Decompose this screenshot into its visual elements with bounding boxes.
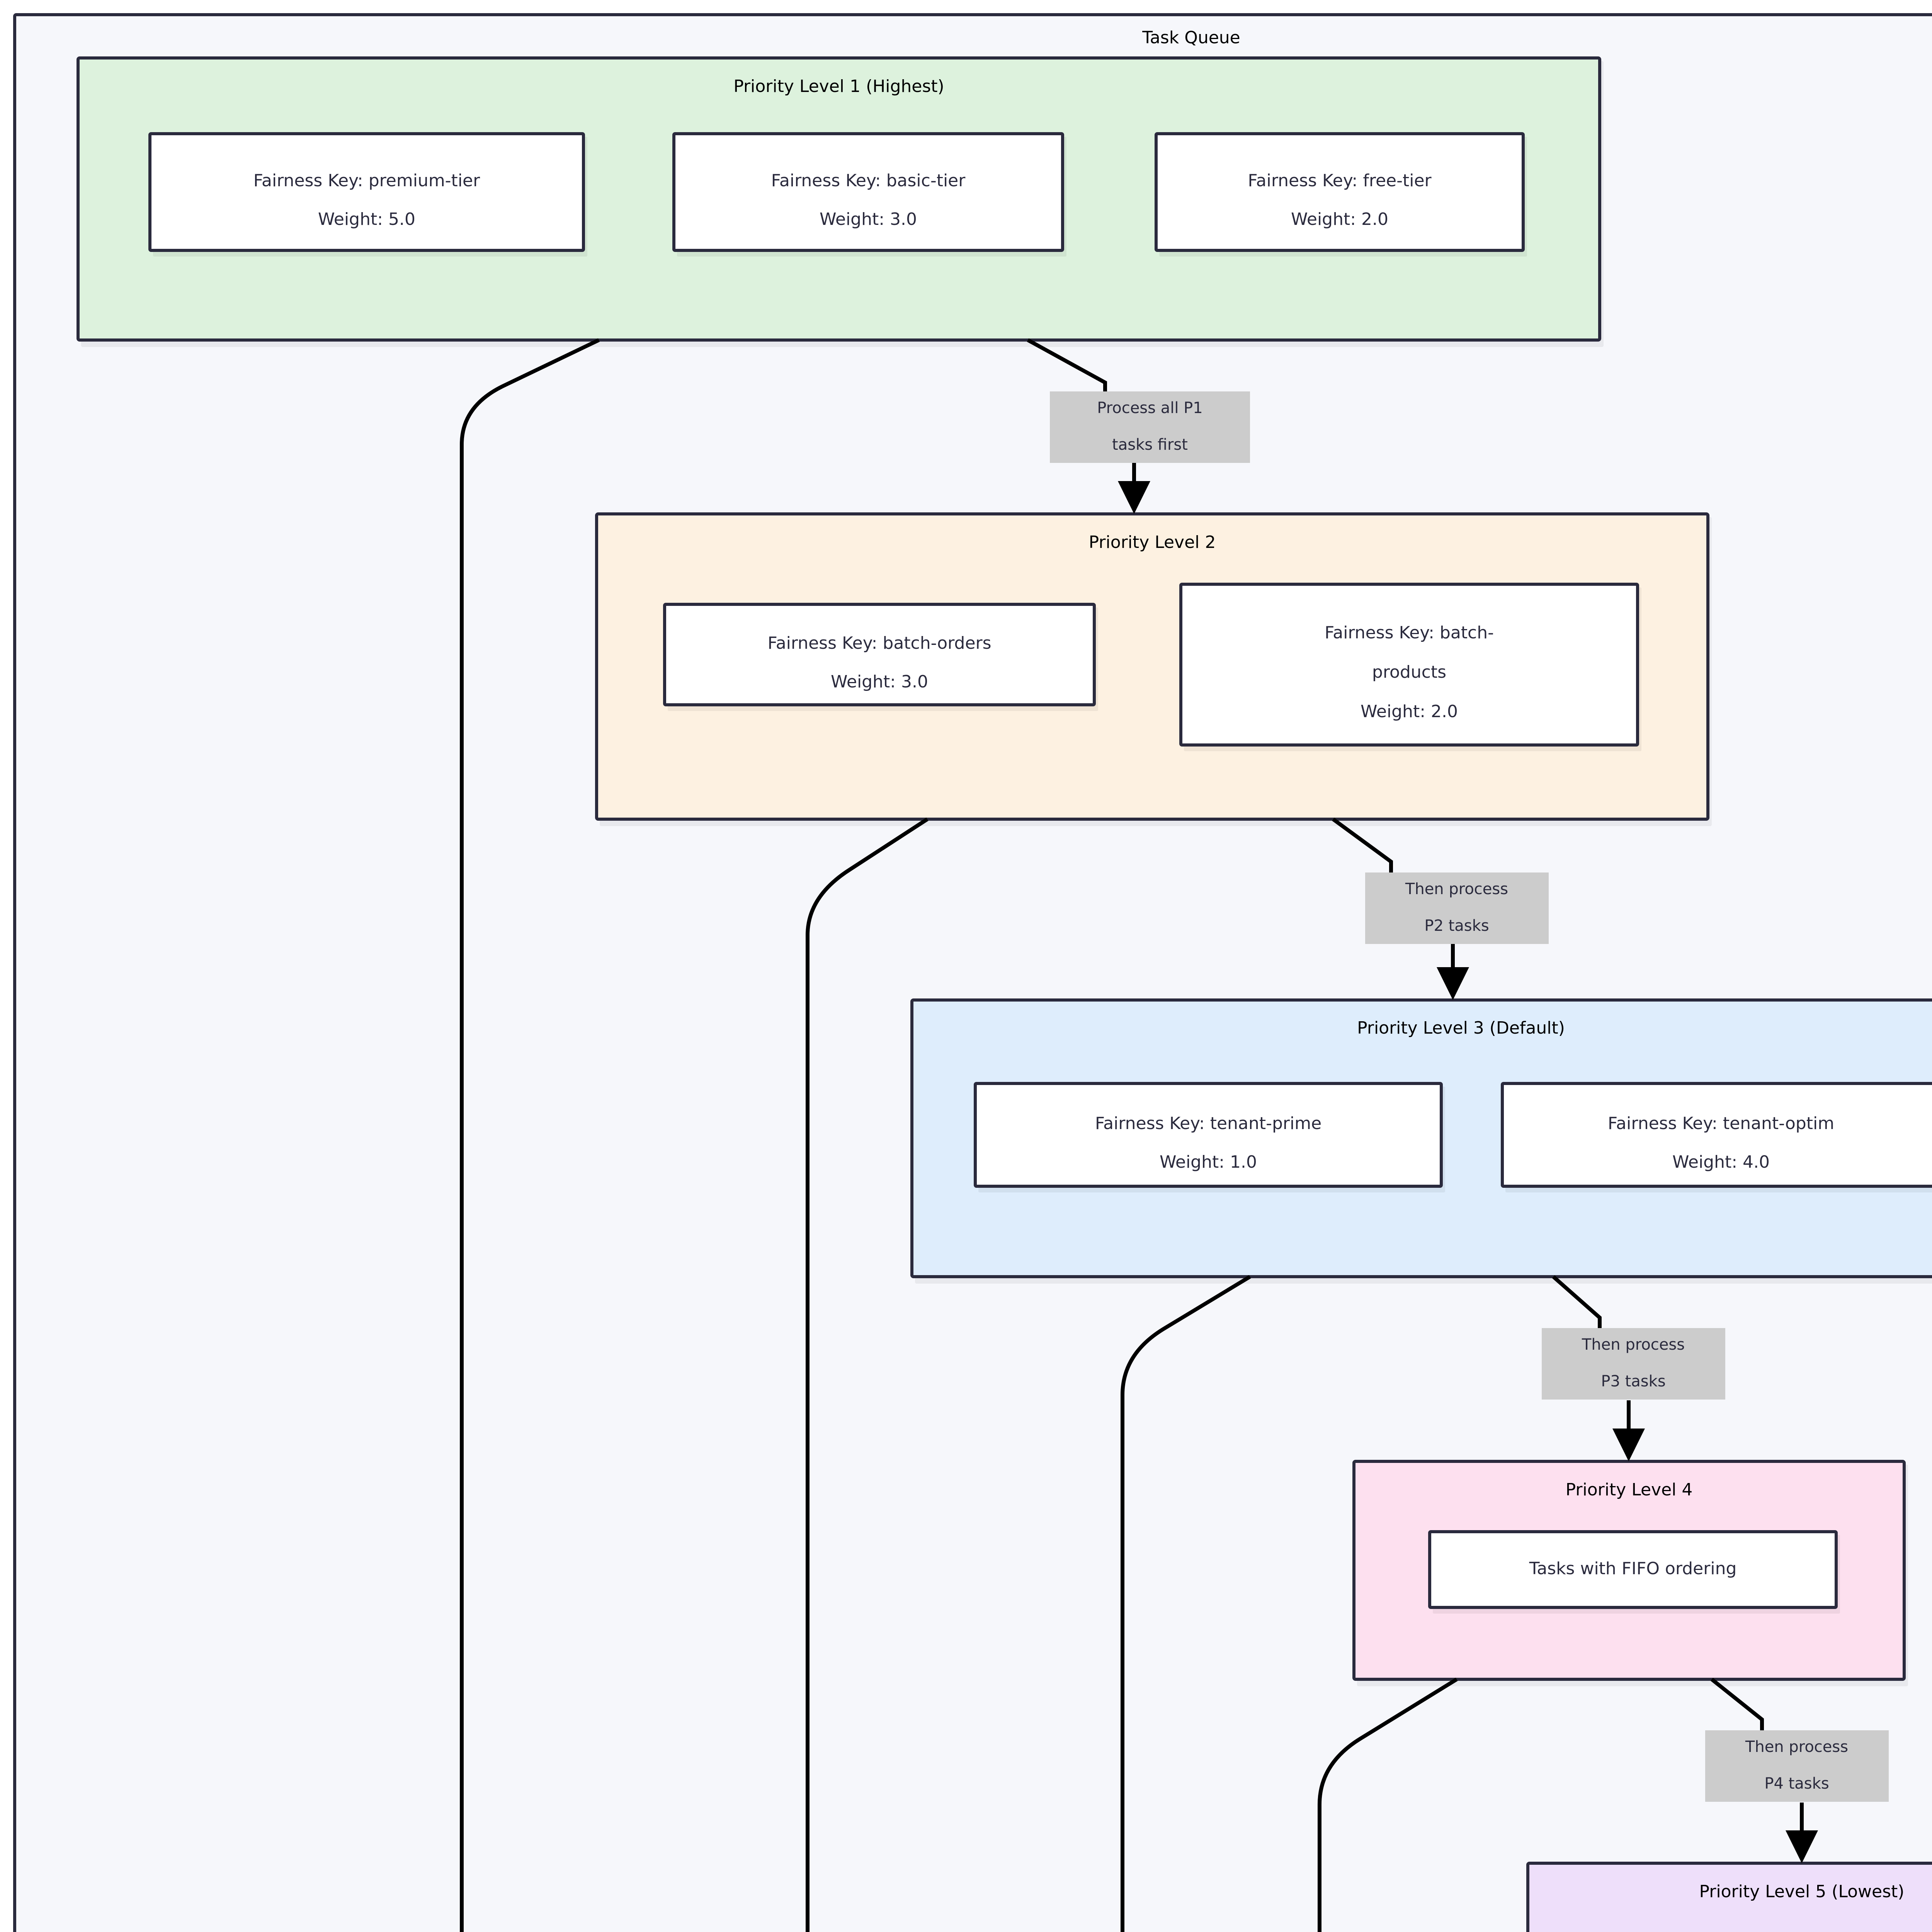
cluster-priority-level-4: Priority Level 4 Tasks with FIFO orderin…	[1352, 1460, 1908, 1686]
node-p1-premium-tier-line-2: Weight: 5.0	[318, 209, 415, 229]
cluster-title-p1: Priority Level 1 (Highest)	[733, 77, 944, 96]
cluster-title-p4: Priority Level 4	[1566, 1480, 1693, 1500]
node-p1-premium-tier[interactable]: Fairness Key: premium-tier Weight: 5.0	[148, 132, 587, 257]
node-p2-batch-orders[interactable]: Fairness Key: batch-orders Weight: 3.0	[663, 603, 1098, 711]
node-p4-fifo-line-1: Tasks with FIFO ordering	[1529, 1559, 1737, 1578]
edge-label-then-process-p4: Then process P4 tasks	[1705, 1730, 1889, 1802]
node-p1-premium-tier-line-1: Fairness Key: premium-tier	[253, 171, 480, 190]
edge-label-p2-to-p3-line-1: Then process	[1405, 880, 1508, 898]
node-p2-batch-products[interactable]: Fairness Key: batch- products Weight: 2.…	[1179, 583, 1641, 751]
node-p2-batch-orders-line-2: Weight: 3.0	[831, 672, 928, 692]
node-p1-free-tier-line-2: Weight: 2.0	[1291, 209, 1388, 229]
edge-label-p4-to-p5-line-2: P4 tasks	[1764, 1775, 1829, 1793]
node-p2-batch-products-line-2: products	[1372, 662, 1446, 682]
cluster-title-p5: Priority Level 5 (Lowest)	[1699, 1882, 1905, 1901]
edge-label-p2-to-p3-line-2: P2 tasks	[1424, 917, 1489, 935]
cluster-title-task-queue: Task Queue	[1142, 28, 1240, 48]
edge-label-then-process-p2: Then process P2 tasks	[1365, 872, 1549, 944]
node-p3-tenant-prime-line-2: Weight: 1.0	[1160, 1152, 1257, 1172]
node-p1-basic-tier-line-2: Weight: 3.0	[820, 209, 917, 229]
node-p1-basic-tier[interactable]: Fairness Key: basic-tier Weight: 3.0	[672, 132, 1066, 257]
node-p3-tenant-prime[interactable]: Fairness Key: tenant-prime Weight: 1.0	[974, 1082, 1445, 1192]
edge-p2-to-workers	[806, 817, 929, 1932]
edge-p3-to-workers	[1121, 1275, 1251, 1932]
cluster-title-p2: Priority Level 2	[1089, 532, 1216, 552]
cluster-task-queue: Task Queue	[13, 13, 1932, 1932]
edge-label-then-process-p3: Then process P3 tasks	[1542, 1328, 1725, 1400]
cluster-priority-level-5: Priority Level 5 (Lowest) Tasks with FIF…	[1526, 1862, 1932, 1932]
node-p3-tenant-optim-line-2: Weight: 4.0	[1672, 1152, 1770, 1172]
edge-p4-to-workers	[1318, 1677, 1458, 1932]
edge-label-p3-to-p4-line-2: P3 tasks	[1601, 1372, 1665, 1390]
node-p4-fifo[interactable]: Tasks with FIFO ordering	[1428, 1530, 1840, 1614]
node-p2-batch-products-line-1: Fairness Key: batch-	[1325, 623, 1494, 643]
node-p1-free-tier-line-1: Fairness Key: free-tier	[1248, 171, 1432, 190]
node-p3-tenant-optim-line-1: Fairness Key: tenant-optim	[1608, 1114, 1834, 1133]
edge-label-p1-to-p2-line-2: tasks first	[1112, 436, 1188, 454]
cluster-priority-level-1: Priority Level 1 (Highest) Fairness Key:…	[77, 56, 1604, 347]
node-p1-basic-tier-line-1: Fairness Key: basic-tier	[771, 171, 966, 190]
node-p2-batch-products-line-3: Weight: 2.0	[1361, 702, 1458, 721]
edge-label-p1-to-p2-line-1: Process all P1	[1097, 399, 1202, 417]
edge-label-p3-to-p4-line-1: Then process	[1582, 1336, 1685, 1354]
node-p1-free-tier[interactable]: Fairness Key: free-tier Weight: 2.0	[1155, 132, 1527, 257]
node-p3-tenant-optim[interactable]: Fairness Key: tenant-optim Weight: 4.0	[1501, 1082, 1932, 1192]
cluster-priority-level-2: Priority Level 2 Fairness Key: batch-ord…	[595, 512, 1712, 826]
edge-label-p4-to-p5-line-1: Then process	[1745, 1738, 1848, 1756]
edge-p1-to-workers	[460, 338, 600, 1932]
cluster-title-p3: Priority Level 3 (Default)	[1357, 1018, 1565, 1038]
node-p2-batch-orders-line-1: Fairness Key: batch-orders	[767, 633, 991, 653]
node-p3-tenant-prime-line-1: Fairness Key: tenant-prime	[1095, 1114, 1321, 1133]
edge-label-process-all-p1: Process all P1 tasks first	[1050, 391, 1250, 463]
cluster-priority-level-3: Priority Level 3 (Default) Fairness Key:…	[910, 998, 1932, 1284]
